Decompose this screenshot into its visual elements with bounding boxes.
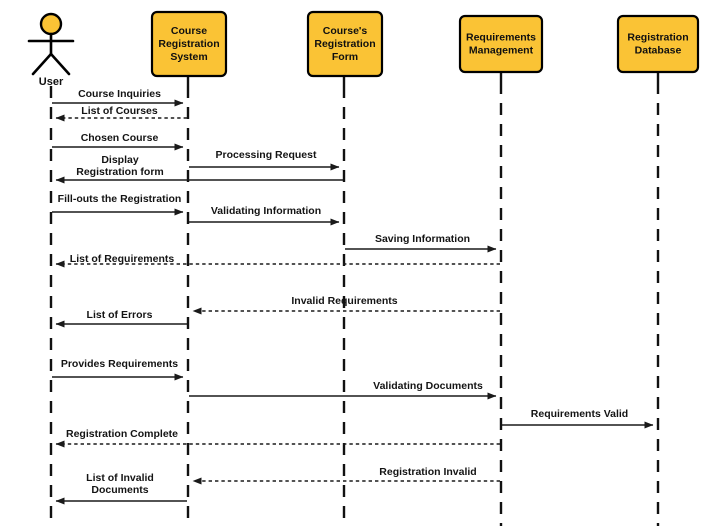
message-label-m1: Course Inquiries <box>78 88 161 100</box>
message-label-m14: Requirements Valid <box>531 408 628 420</box>
message-label-m7: Validating Information <box>211 205 321 217</box>
participants-layer: CourseRegistrationSystemCourse'sRegistra… <box>150 10 700 78</box>
message-label-m2: List of Courses <box>81 105 158 117</box>
participant-label-regdb: Database <box>635 44 682 56</box>
message-label-m10: Invalid Requirements <box>291 295 397 307</box>
message-m6[interactable]: Fill-outs the Registration <box>52 193 184 216</box>
message-label-m3: Chosen Course <box>81 132 159 144</box>
actor-leg-left-line <box>31 52 53 76</box>
actor-user-label: User <box>39 76 64 88</box>
participant-label-regdb: Registration <box>627 31 688 43</box>
message-m12[interactable]: Provides Requirements <box>52 358 184 381</box>
participant-label-form: Registration <box>314 38 375 50</box>
message-label-m12: Provides Requirements <box>61 358 178 370</box>
message-m10[interactable]: Invalid Requirements <box>192 295 500 315</box>
message-m7[interactable]: Validating Information <box>189 205 340 226</box>
message-m14[interactable]: Requirements Valid <box>502 408 654 429</box>
message-label-m17: List of Invalid <box>86 472 154 484</box>
message-m4[interactable]: Processing Request <box>189 149 340 171</box>
participant-label-reqmgmt: Requirements <box>466 31 536 43</box>
message-m2[interactable]: List of Courses <box>55 105 187 122</box>
message-m3[interactable]: Chosen Course <box>52 132 184 151</box>
participant-label-crs: System <box>170 51 207 63</box>
actor-head-icon <box>39 12 63 36</box>
lifelines-layer <box>49 72 660 526</box>
message-label-m8: Saving Information <box>375 233 470 245</box>
message-label-m9: List of Requirements <box>70 253 175 265</box>
participant-label-form: Form <box>332 51 358 63</box>
participant-box-reqmgmt[interactable] <box>458 14 544 74</box>
participant-box-form[interactable] <box>306 10 384 78</box>
message-m9[interactable]: List of Requirements <box>55 253 500 268</box>
participant-label-form: Course's <box>323 25 368 37</box>
message-label-m13: Validating Documents <box>373 380 483 392</box>
message-label-m5: Registration form <box>76 166 164 178</box>
participant-box-regdb[interactable] <box>616 14 700 74</box>
message-label-m15: Registration Complete <box>66 428 178 440</box>
actor-leg-right-line <box>49 52 71 76</box>
message-m1[interactable]: Course Inquiries <box>52 88 184 107</box>
participant-label-reqmgmt: Management <box>469 44 534 56</box>
message-m15[interactable]: Registration Complete <box>55 428 500 448</box>
message-m16[interactable]: Registration Invalid <box>192 466 500 485</box>
actor-user[interactable]: User <box>27 12 75 88</box>
message-label-m4: Processing Request <box>216 149 317 161</box>
message-m8[interactable]: Saving Information <box>345 233 497 253</box>
participant-label-crs: Registration <box>158 38 219 50</box>
message-label-m5: Display <box>101 154 139 166</box>
message-label-m17: Documents <box>91 484 148 496</box>
participant-label-crs: Course <box>171 25 207 37</box>
participant-box-crs[interactable] <box>150 10 228 78</box>
message-m13[interactable]: Validating Documents <box>189 380 497 400</box>
message-m11[interactable]: List of Errors <box>55 309 187 328</box>
message-label-m6: Fill-outs the Registration <box>58 193 182 205</box>
message-label-m11: List of Errors <box>87 309 153 321</box>
message-label-m16: Registration Invalid <box>379 466 476 478</box>
